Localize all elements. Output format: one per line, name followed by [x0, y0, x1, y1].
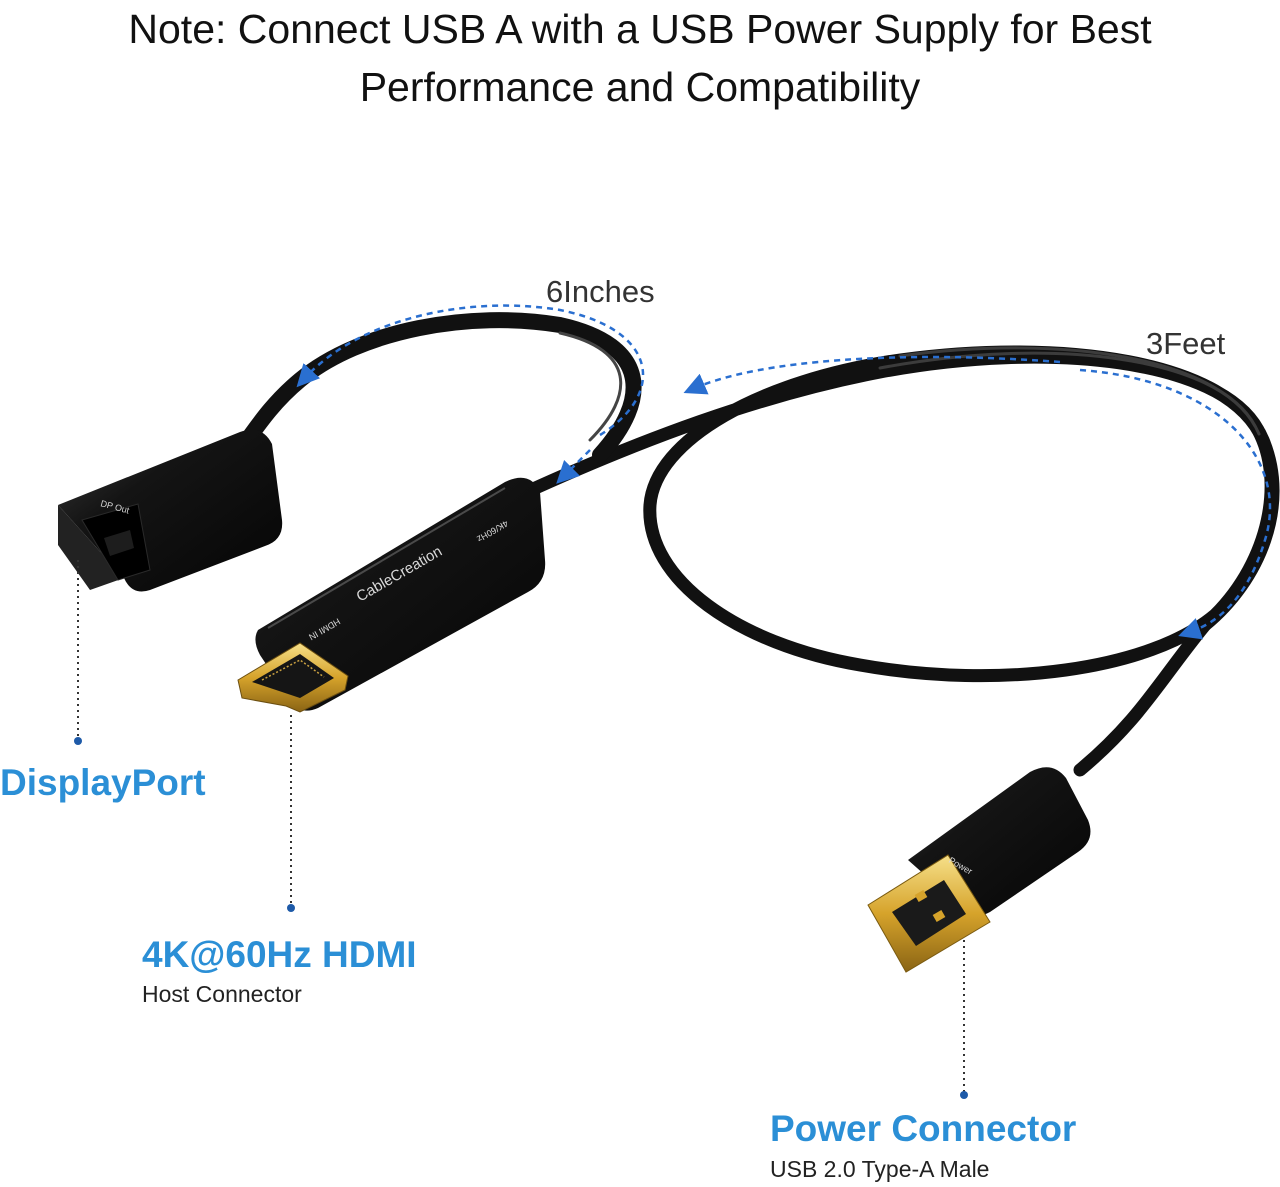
hdmi-dot-icon [287, 904, 295, 912]
long-cable-length: 3Feet [1146, 326, 1226, 361]
hdmi-callout-title: 4K@60Hz HDMI [142, 934, 417, 975]
usb-connector: Power [867, 767, 1091, 973]
note-line-1: Note: Connect USB A with a USB Power Sup… [128, 6, 1152, 52]
displayport-callout-title: DisplayPort [0, 762, 206, 803]
header-note: Note: Connect USB A with a USB Power Sup… [0, 0, 1280, 116]
displayport-dot-icon [74, 737, 82, 745]
short-cable-length: 6Inches [546, 274, 655, 309]
hdmi-plug [237, 642, 349, 713]
hdmi-callout-subtitle: Host Connector [142, 981, 302, 1007]
dashed-measure-arrows [296, 304, 1272, 640]
power-callout-title: Power Connector [770, 1108, 1077, 1149]
power-callout-subtitle: USB 2.0 Type-A Male [770, 1156, 990, 1182]
callout-leaders [77, 560, 965, 1092]
dp-cable [232, 312, 642, 463]
dp-connector: DP Out [58, 429, 283, 592]
power-dot-icon [960, 1091, 968, 1099]
note-line-2: Performance and Compatibility [359, 64, 921, 110]
